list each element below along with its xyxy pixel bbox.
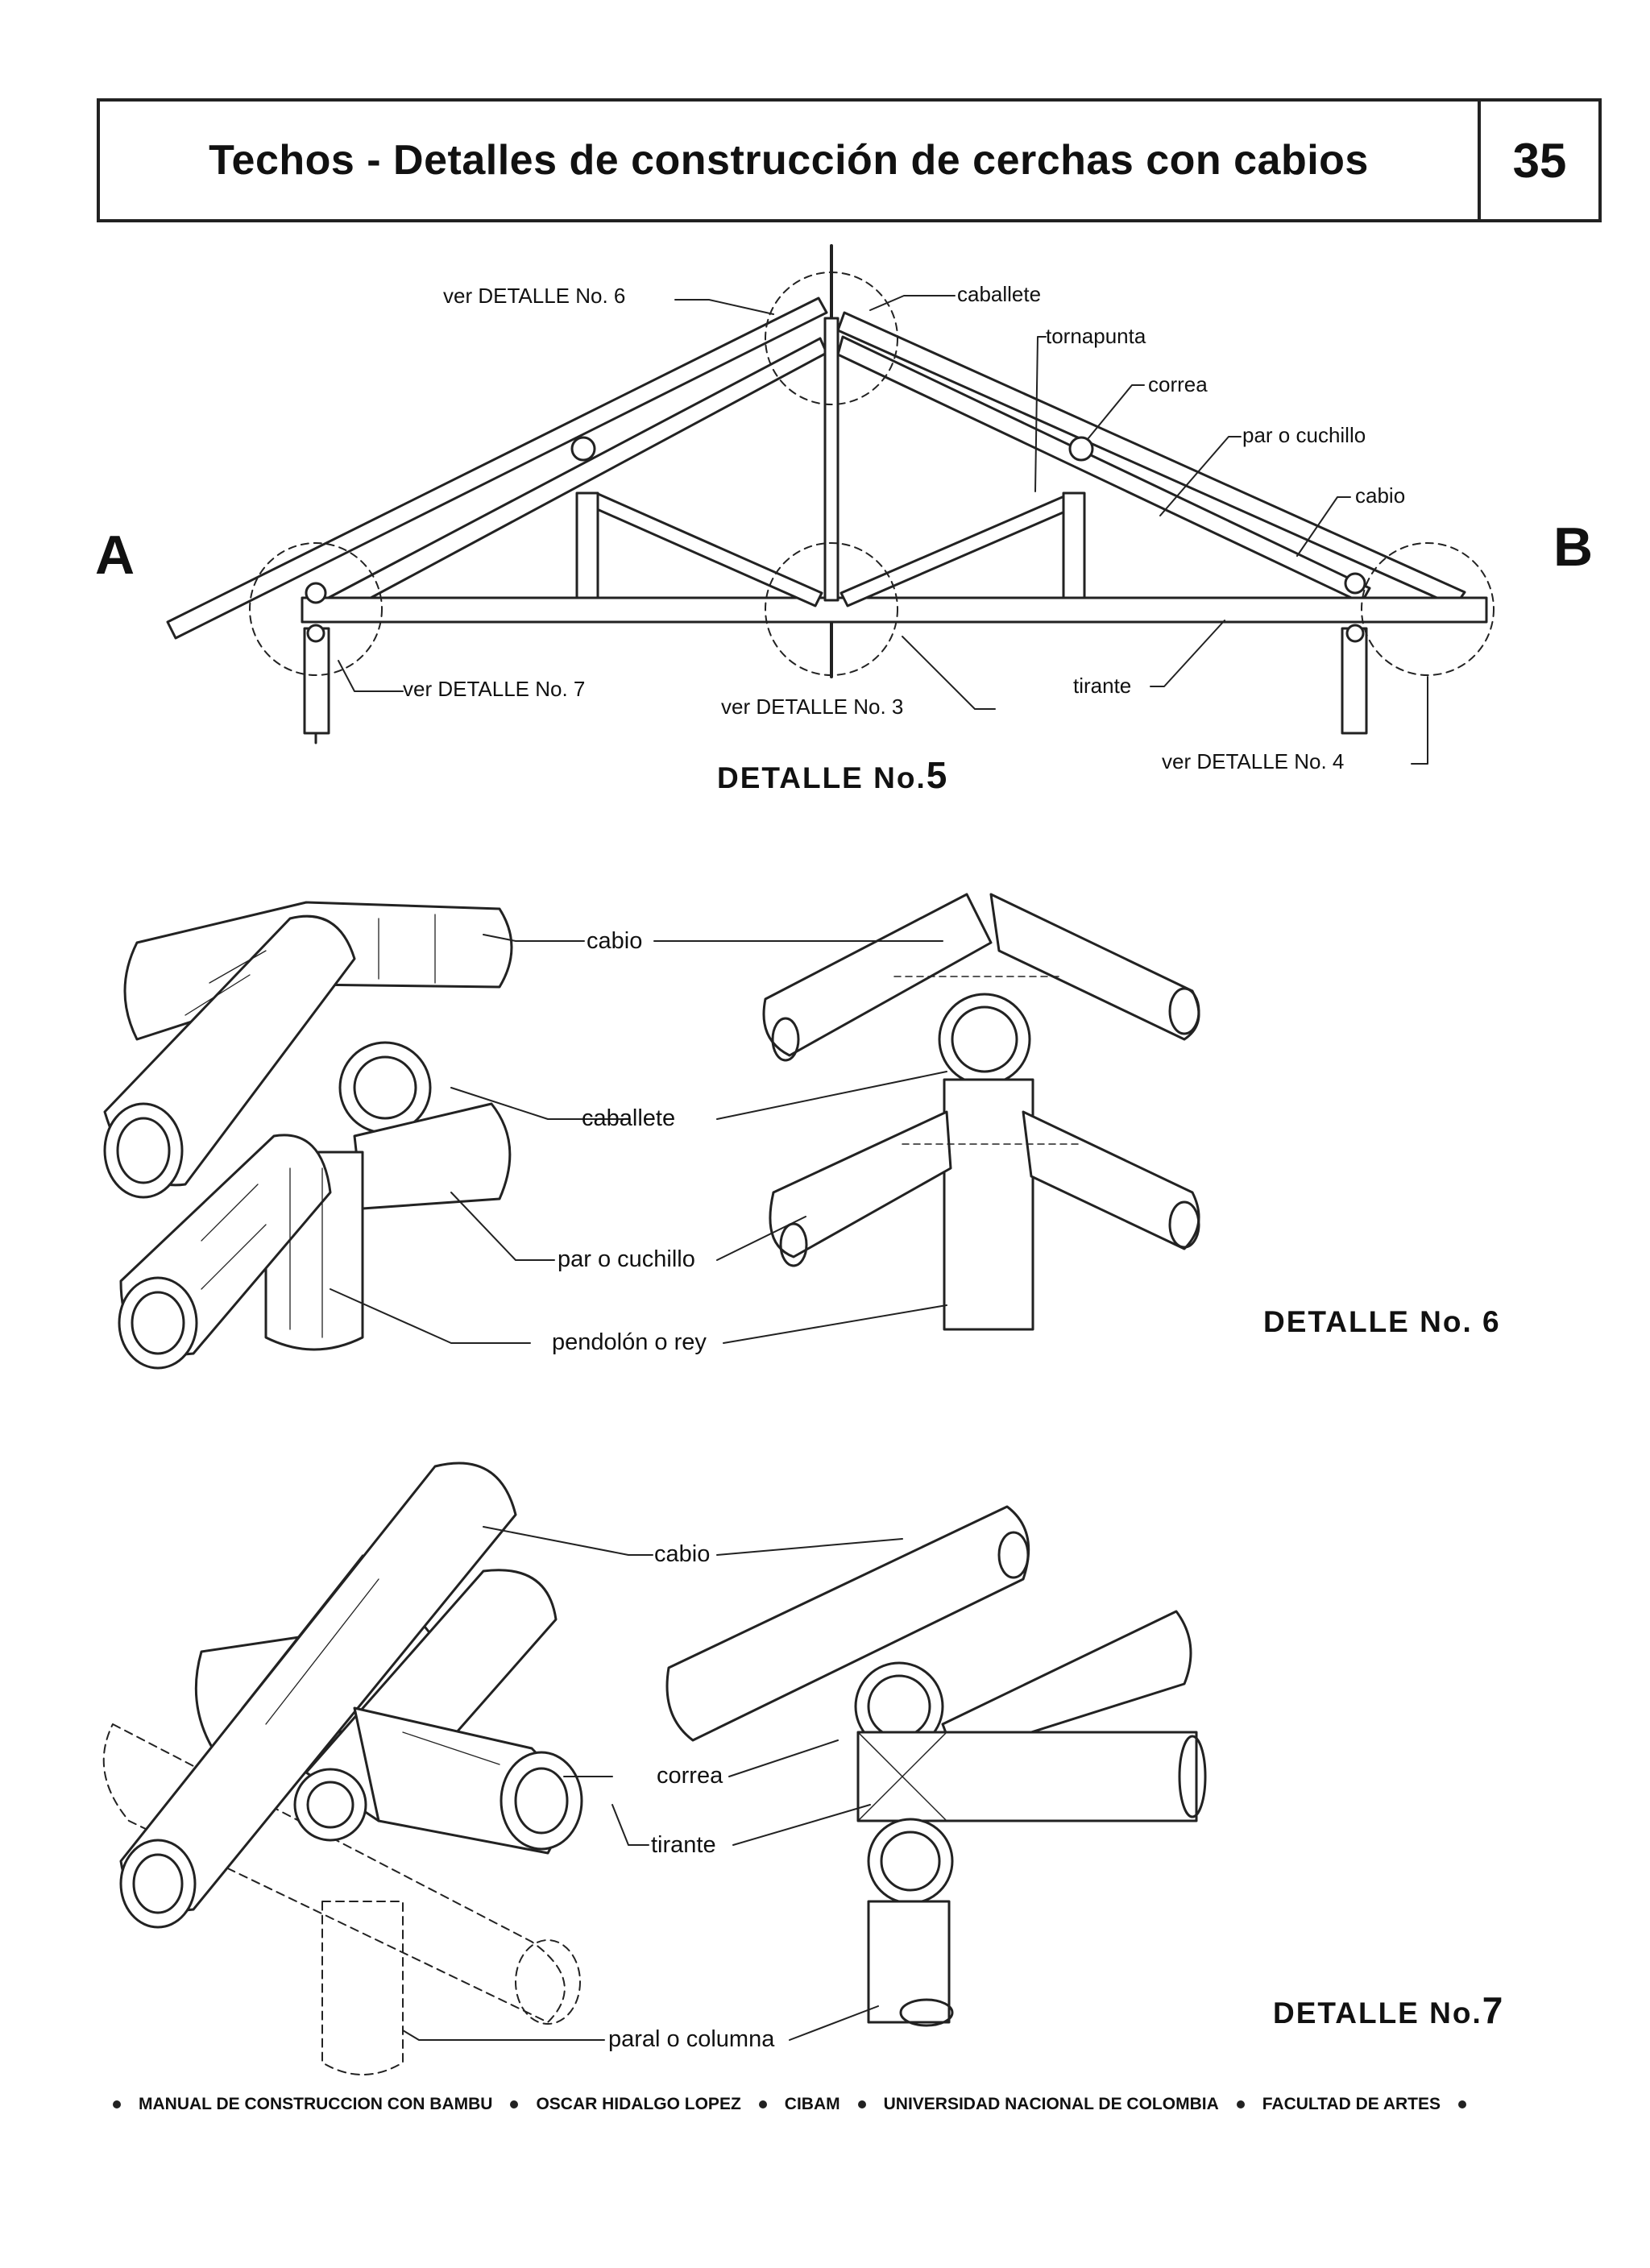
truss-drawing — [166, 244, 1495, 765]
footer-item: OSCAR HIDALGO LOPEZ — [536, 2095, 741, 2113]
caption-detalle-5: DETALLE No.5 — [717, 753, 947, 797]
bullet-icon — [113, 2100, 121, 2108]
label-ver-detalle-4: ver DETALLE No. 4 — [1162, 749, 1345, 773]
page-number: 35 — [1478, 102, 1598, 219]
footer-item: FACULTAD DE ARTES — [1262, 2095, 1441, 2113]
caption-detalle-5-text: DETALLE No. — [717, 761, 927, 794]
caption-detalle-7-number: 7 — [1482, 1989, 1503, 2031]
label-cabio: cabio — [1355, 483, 1406, 508]
bullet-icon — [1236, 2100, 1245, 2108]
label-tornapunta: tornapunta — [1046, 324, 1146, 348]
caption-detalle-7: DETALLE No.7 — [1273, 1988, 1503, 2032]
bullet-icon — [857, 2100, 866, 2108]
footer-item: CIBAM — [784, 2095, 840, 2113]
side-label-a: A — [95, 525, 135, 586]
label-caballete: caballete — [957, 282, 1042, 306]
detalle-7-leaders — [402, 1526, 903, 2041]
detalle-6-isometric — [103, 901, 513, 1370]
label-correa: correa — [1148, 372, 1208, 396]
bullet-icon — [510, 2100, 519, 2108]
label-ver-detalle-3: ver DETALLE No. 3 — [721, 694, 904, 719]
caption-detalle-6: DETALLE No. 6 — [1263, 1305, 1501, 1338]
detalle-6-section — [762, 893, 1200, 1331]
footer-item: MANUAL DE CONSTRUCCION CON BAMBU — [139, 2095, 493, 2113]
d6-label-par-o-cuchillo: par o cuchillo — [558, 1246, 695, 1272]
d7-label-correa: correa — [657, 1763, 723, 1789]
bullet-icon — [758, 2100, 767, 2108]
footer-item: UNIVERSIDAD NACIONAL DE COLOMBIA — [883, 2095, 1219, 2113]
detalle-6-leaders — [330, 934, 947, 1344]
caption-detalle-5-number: 5 — [926, 754, 947, 796]
label-tirante: tirante — [1073, 674, 1132, 698]
d6-label-pendolon-o-rey: pendolón o rey — [552, 1329, 707, 1355]
bullet-icon — [1458, 2100, 1467, 2108]
detalle-7-isometric — [102, 1462, 583, 2075]
d6-label-cabio: cabio — [587, 928, 643, 954]
label-ver-detalle-7: ver DETALLE No. 7 — [403, 677, 586, 701]
d7-label-paral-o-columna: paral o columna — [608, 2026, 775, 2052]
label-par-o-cuchillo: par o cuchillo — [1242, 423, 1366, 447]
detalle-7-section — [665, 1505, 1207, 2027]
side-label-b: B — [1553, 516, 1594, 578]
page-title: Techos - Detalles de construcción de cer… — [209, 137, 1369, 184]
caption-detalle-7-text: DETALLE No. — [1273, 1996, 1482, 2030]
d7-label-tirante: tirante — [651, 1832, 716, 1858]
d6-label-caballete: caballete — [582, 1105, 676, 1131]
page-header: Techos - Detalles de construcción de cer… — [97, 98, 1602, 222]
page-footer: MANUAL DE CONSTRUCCION CON BAMBU OSCAR H… — [113, 2095, 1619, 2114]
d7-label-cabio: cabio — [654, 1541, 711, 1567]
label-ver-detalle-6: ver DETALLE No. 6 — [443, 284, 626, 308]
